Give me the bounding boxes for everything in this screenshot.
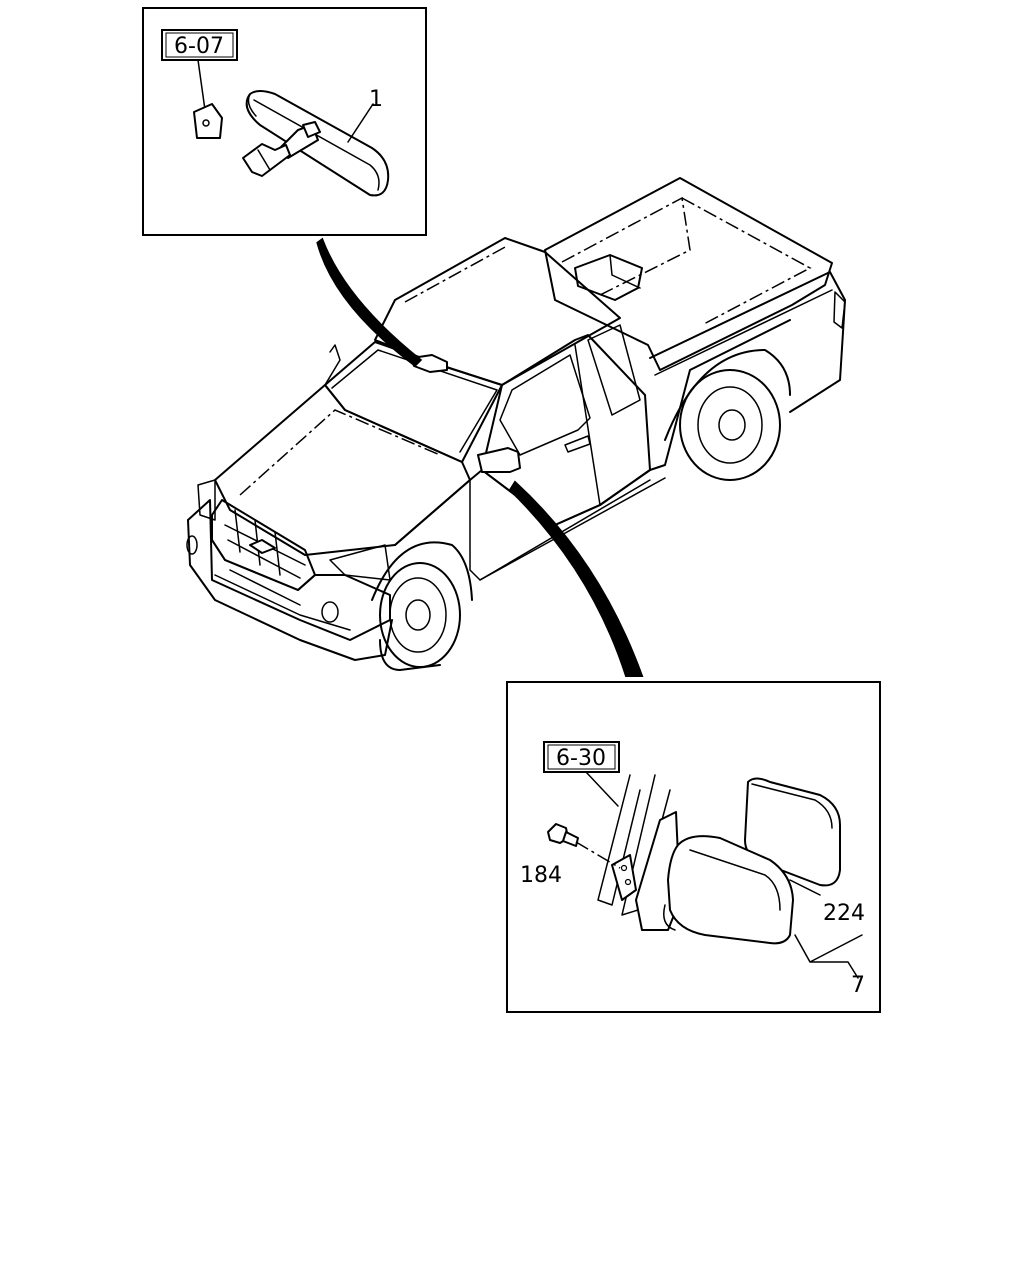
ref-box-6-30 [543, 741, 620, 773]
part-number-224: 224 [823, 901, 865, 926]
rear-view-mirror-part [242, 90, 390, 197]
ref-label-6-07: 6-07 [174, 34, 224, 59]
mirror-mount-bracket [611, 854, 637, 901]
part-number-1: 1 [369, 87, 383, 112]
part-number-184: 184 [520, 863, 562, 888]
ref-box-6-07 [161, 29, 238, 61]
ref-label-6-30: 6-30 [556, 746, 606, 771]
bolt-part [547, 823, 579, 847]
leader-arrow-bottom [508, 480, 644, 677]
leader-arrow-top [316, 237, 423, 367]
outside-mirror-part [635, 777, 841, 945]
part-number-7: 7 [851, 973, 865, 998]
pickup-truck-drawing [186, 177, 846, 671]
